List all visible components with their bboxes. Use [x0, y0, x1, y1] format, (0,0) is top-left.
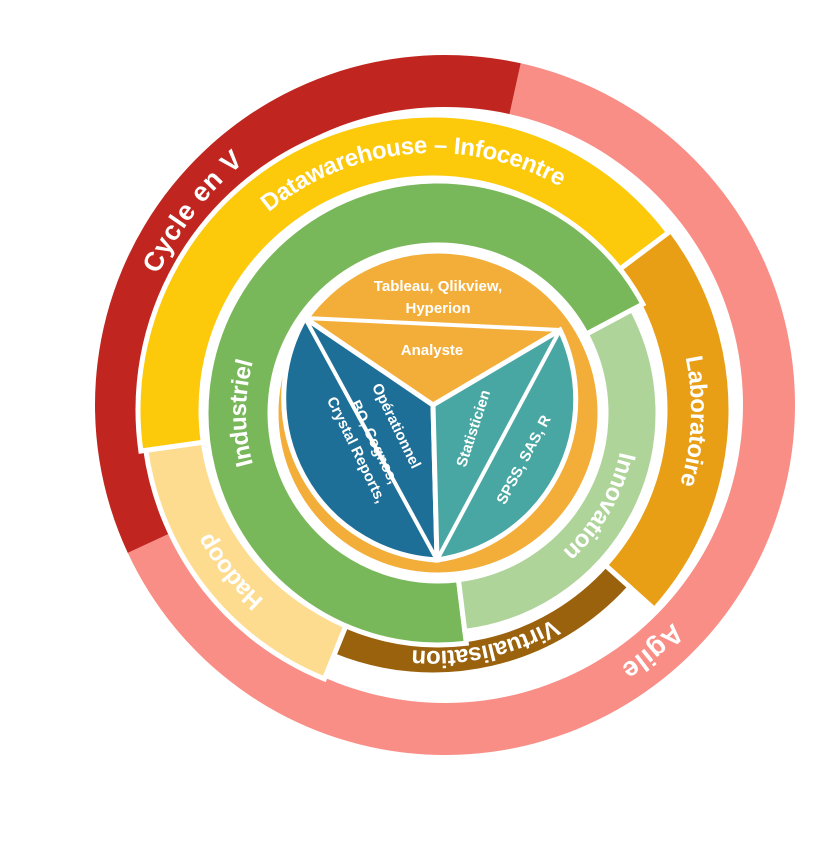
core-divider-line [303, 316, 435, 407]
core-tools-top-line1: Tableau, Qlikview, [374, 278, 502, 295]
ring-segment-laboratoire [601, 227, 734, 613]
core-divider-line [431, 328, 562, 407]
core-tools-top-line2: Hyperion [405, 300, 470, 317]
core-divider-line [304, 316, 561, 332]
core-analyste-label: Analyste [401, 342, 464, 359]
core-divider-line [431, 404, 439, 561]
ring-segment-innovation [455, 306, 661, 635]
core-sector-operationnel [281, 314, 440, 563]
core-divider-line [303, 317, 439, 561]
ring-segment-datawarehouse [135, 112, 673, 454]
ring-segment-industriel [203, 178, 647, 648]
core-divider-line [435, 329, 562, 561]
ring-segment-cycle-en-v [95, 54, 521, 553]
